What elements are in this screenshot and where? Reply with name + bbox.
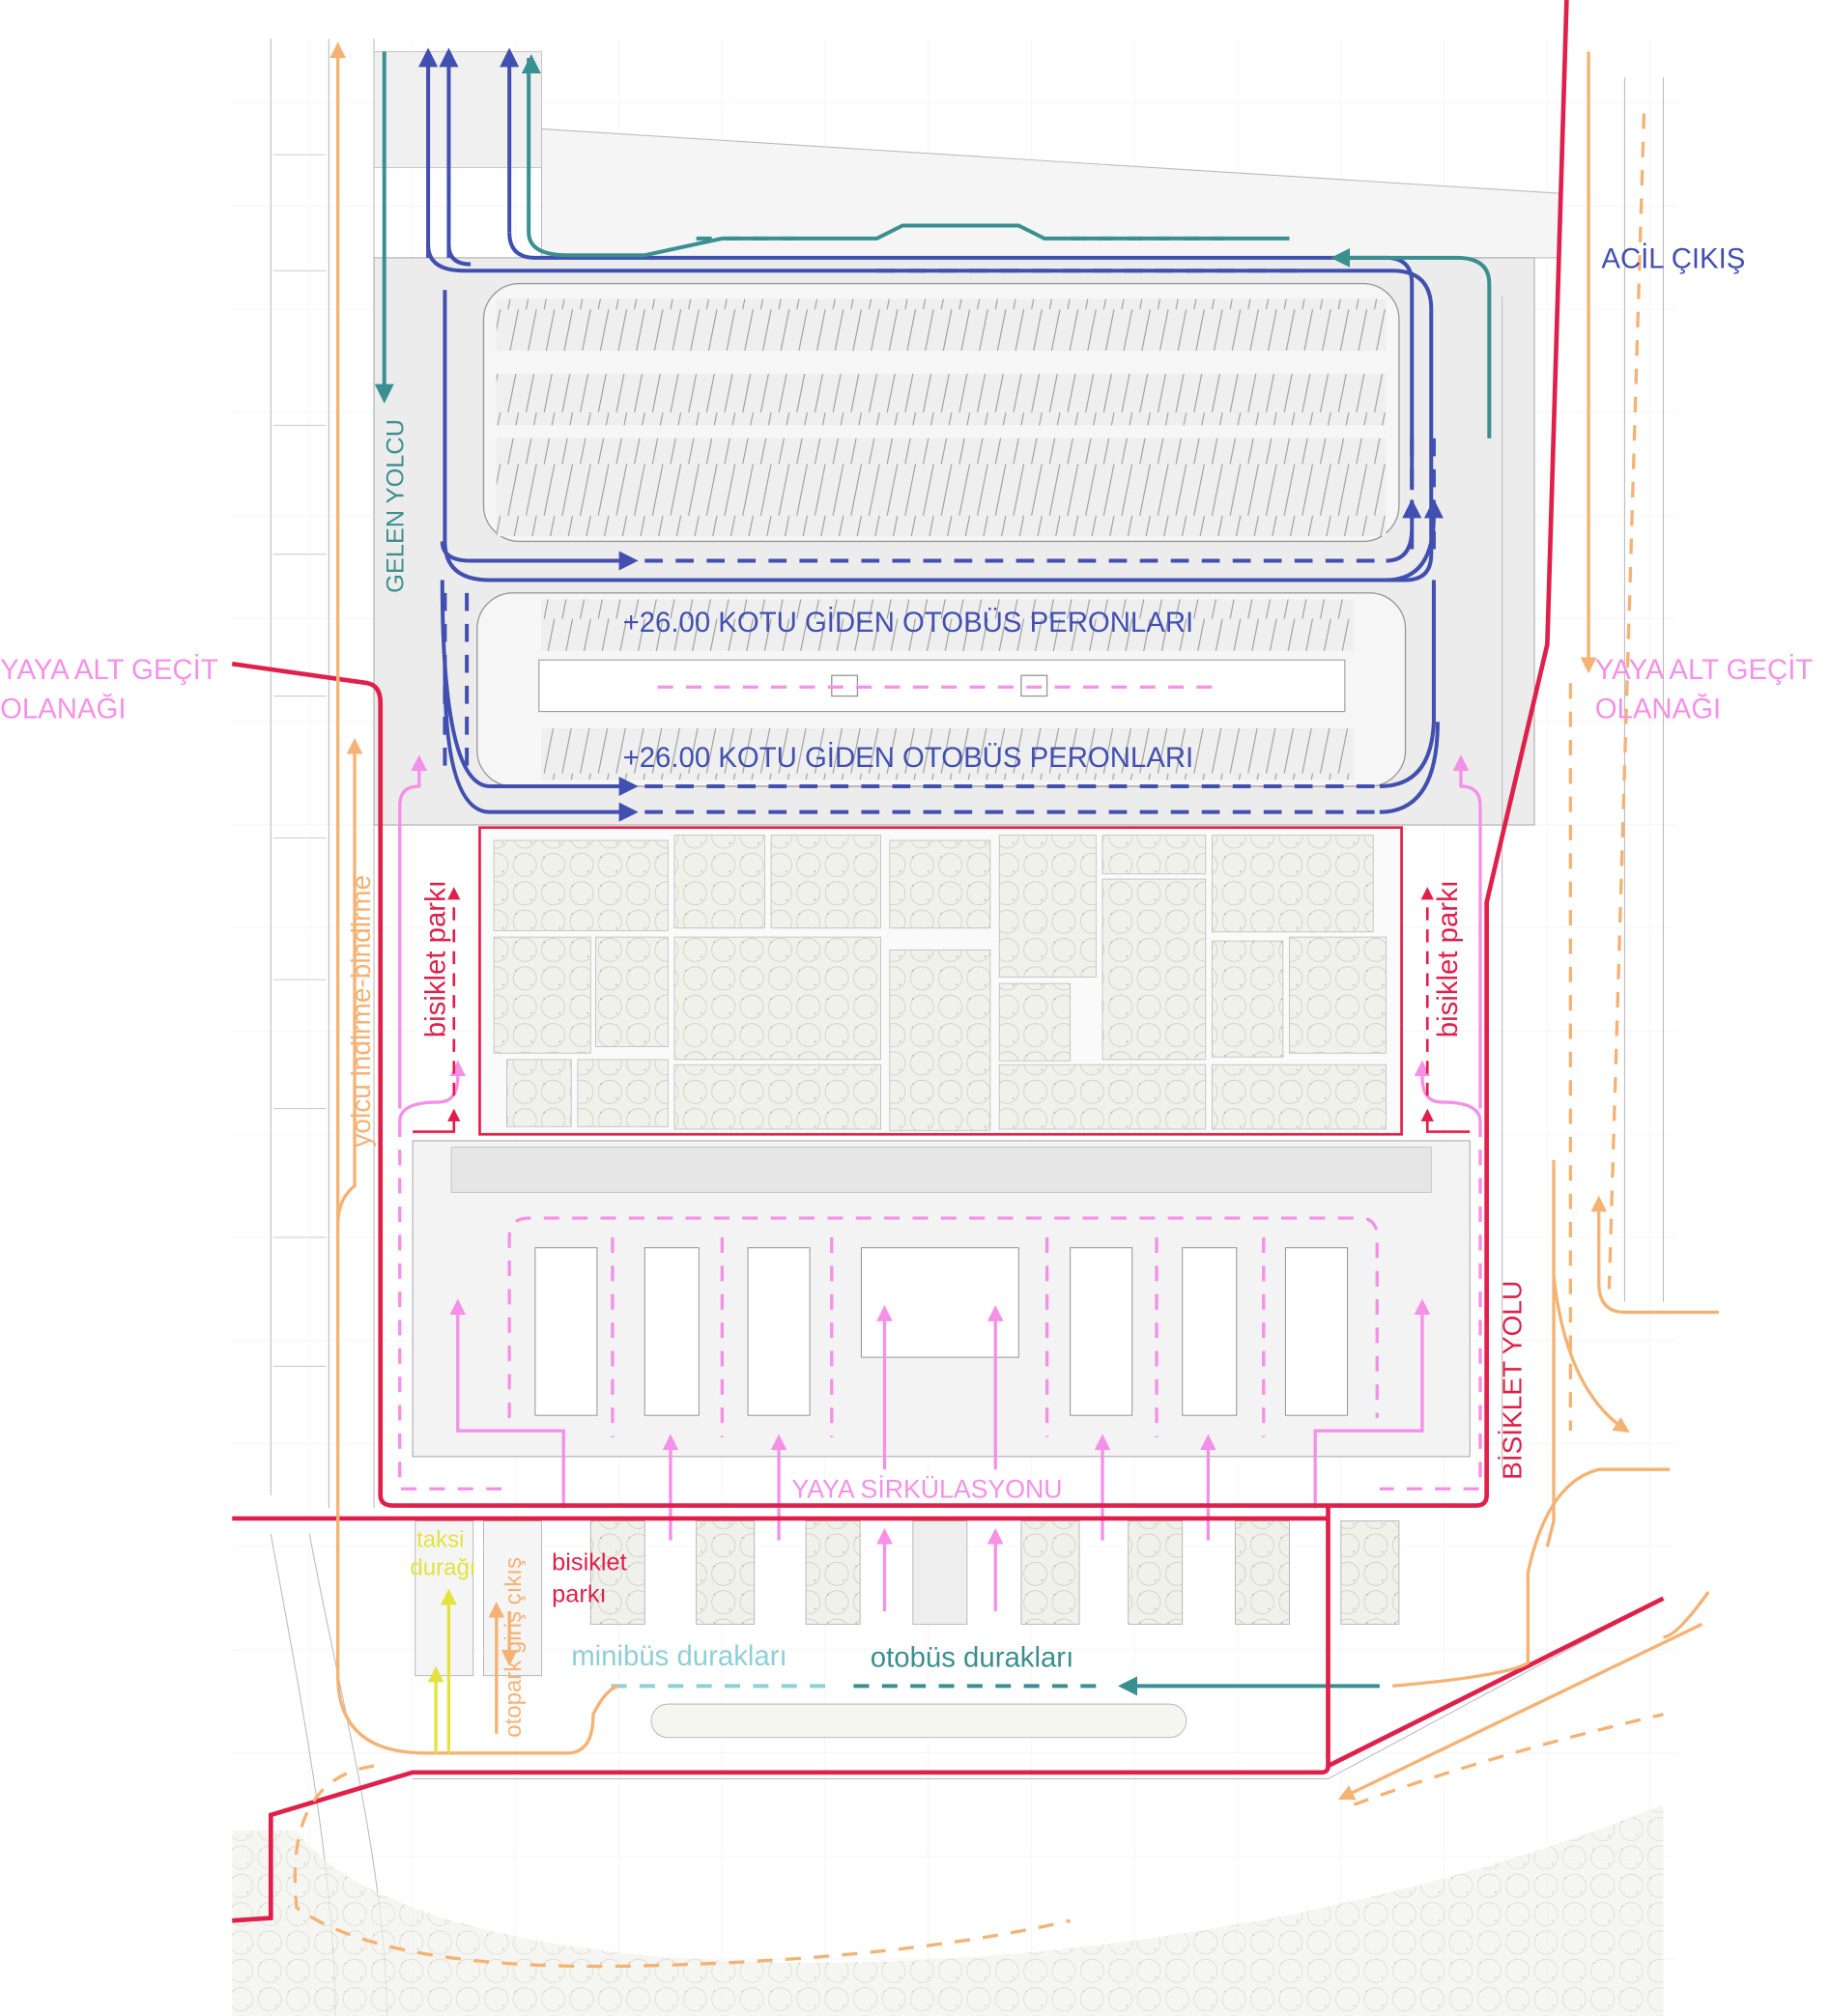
label-bike-lane: BİSİKLET YOLU	[1498, 1281, 1528, 1480]
label-departure-platforms-1: +26.00 KOTU GİDEN OTOBÜS PERONLARI	[623, 607, 1194, 639]
arriving-bus-route	[374, 51, 1492, 1696]
label-pedestrian-circulation: YAYA SİRKÜLASYONU	[791, 1475, 1062, 1504]
departure-bays-1	[541, 599, 1355, 651]
label-underpass-left: YAYA ALT GEÇİT	[0, 654, 218, 686]
label-dropoff-pickup: yolcu indirme-bindirme	[346, 875, 376, 1148]
label-parking-entry-exit: otopark giriş çıkış	[501, 1557, 527, 1738]
north-exit-gates	[373, 50, 542, 168]
departure-bays-2	[541, 727, 1355, 781]
label-minibus-stops: minibüs durakları	[571, 1640, 787, 1672]
concourse-corridor	[450, 1147, 1432, 1193]
bicycle-lane	[231, 0, 1665, 1923]
west-road-crosswalks	[272, 154, 327, 1367]
pedestrian-dashed	[398, 685, 1482, 1491]
label-bike-park-south: bisiklet	[552, 1548, 626, 1576]
label-arriving-passenger: GELEN YOLCU	[383, 419, 410, 593]
arrival-bays-3	[496, 438, 1387, 491]
east-road	[1502, 77, 1664, 1470]
concourse-cores	[534, 1247, 1349, 1416]
arrival-bays-2	[496, 373, 1387, 426]
label-bike-park-right: bisiklet parkı	[1432, 880, 1464, 1037]
label-bike-park-south-2: parkı	[552, 1581, 606, 1608]
arrival-bays-4	[496, 490, 1387, 537]
stair-core	[1020, 674, 1048, 697]
bicycle-park-access	[413, 887, 1471, 1133]
label-bus-stops: otobüs durakları	[871, 1641, 1073, 1673]
arrival-bays-1	[496, 298, 1387, 351]
south-road-edge	[413, 1598, 1664, 1780]
south-park	[232, 1804, 1664, 2016]
label-underpass-right: YAYA ALT GEÇİT	[1595, 654, 1814, 686]
pedestrian-routes	[398, 754, 1482, 1611]
car-routes	[329, 42, 1719, 1801]
bus-stop-median	[650, 1703, 1187, 1739]
label-emergency-exit: ACİL ÇIKIŞ	[1601, 243, 1745, 275]
label-departure-platforms-2: +26.00 KOTU GİDEN OTOBÜS PERONLARI	[623, 742, 1194, 774]
taxi-route	[427, 1588, 457, 1753]
bus-dashed-routes	[443, 269, 1436, 814]
car-dashed	[293, 113, 1664, 1969]
arriving-dashed	[696, 236, 1225, 1689]
label-bike-park-left: bisiklet parkı	[419, 880, 451, 1037]
label-underpass-left-2: OLANAĞI	[0, 693, 126, 724]
garden-planters	[493, 835, 1387, 1131]
label-taxi-stand: taksi	[416, 1526, 464, 1552]
label-taxi-stand-2: durağı	[410, 1555, 475, 1581]
label-underpass-right-2: OLANAĞI	[1595, 693, 1721, 724]
